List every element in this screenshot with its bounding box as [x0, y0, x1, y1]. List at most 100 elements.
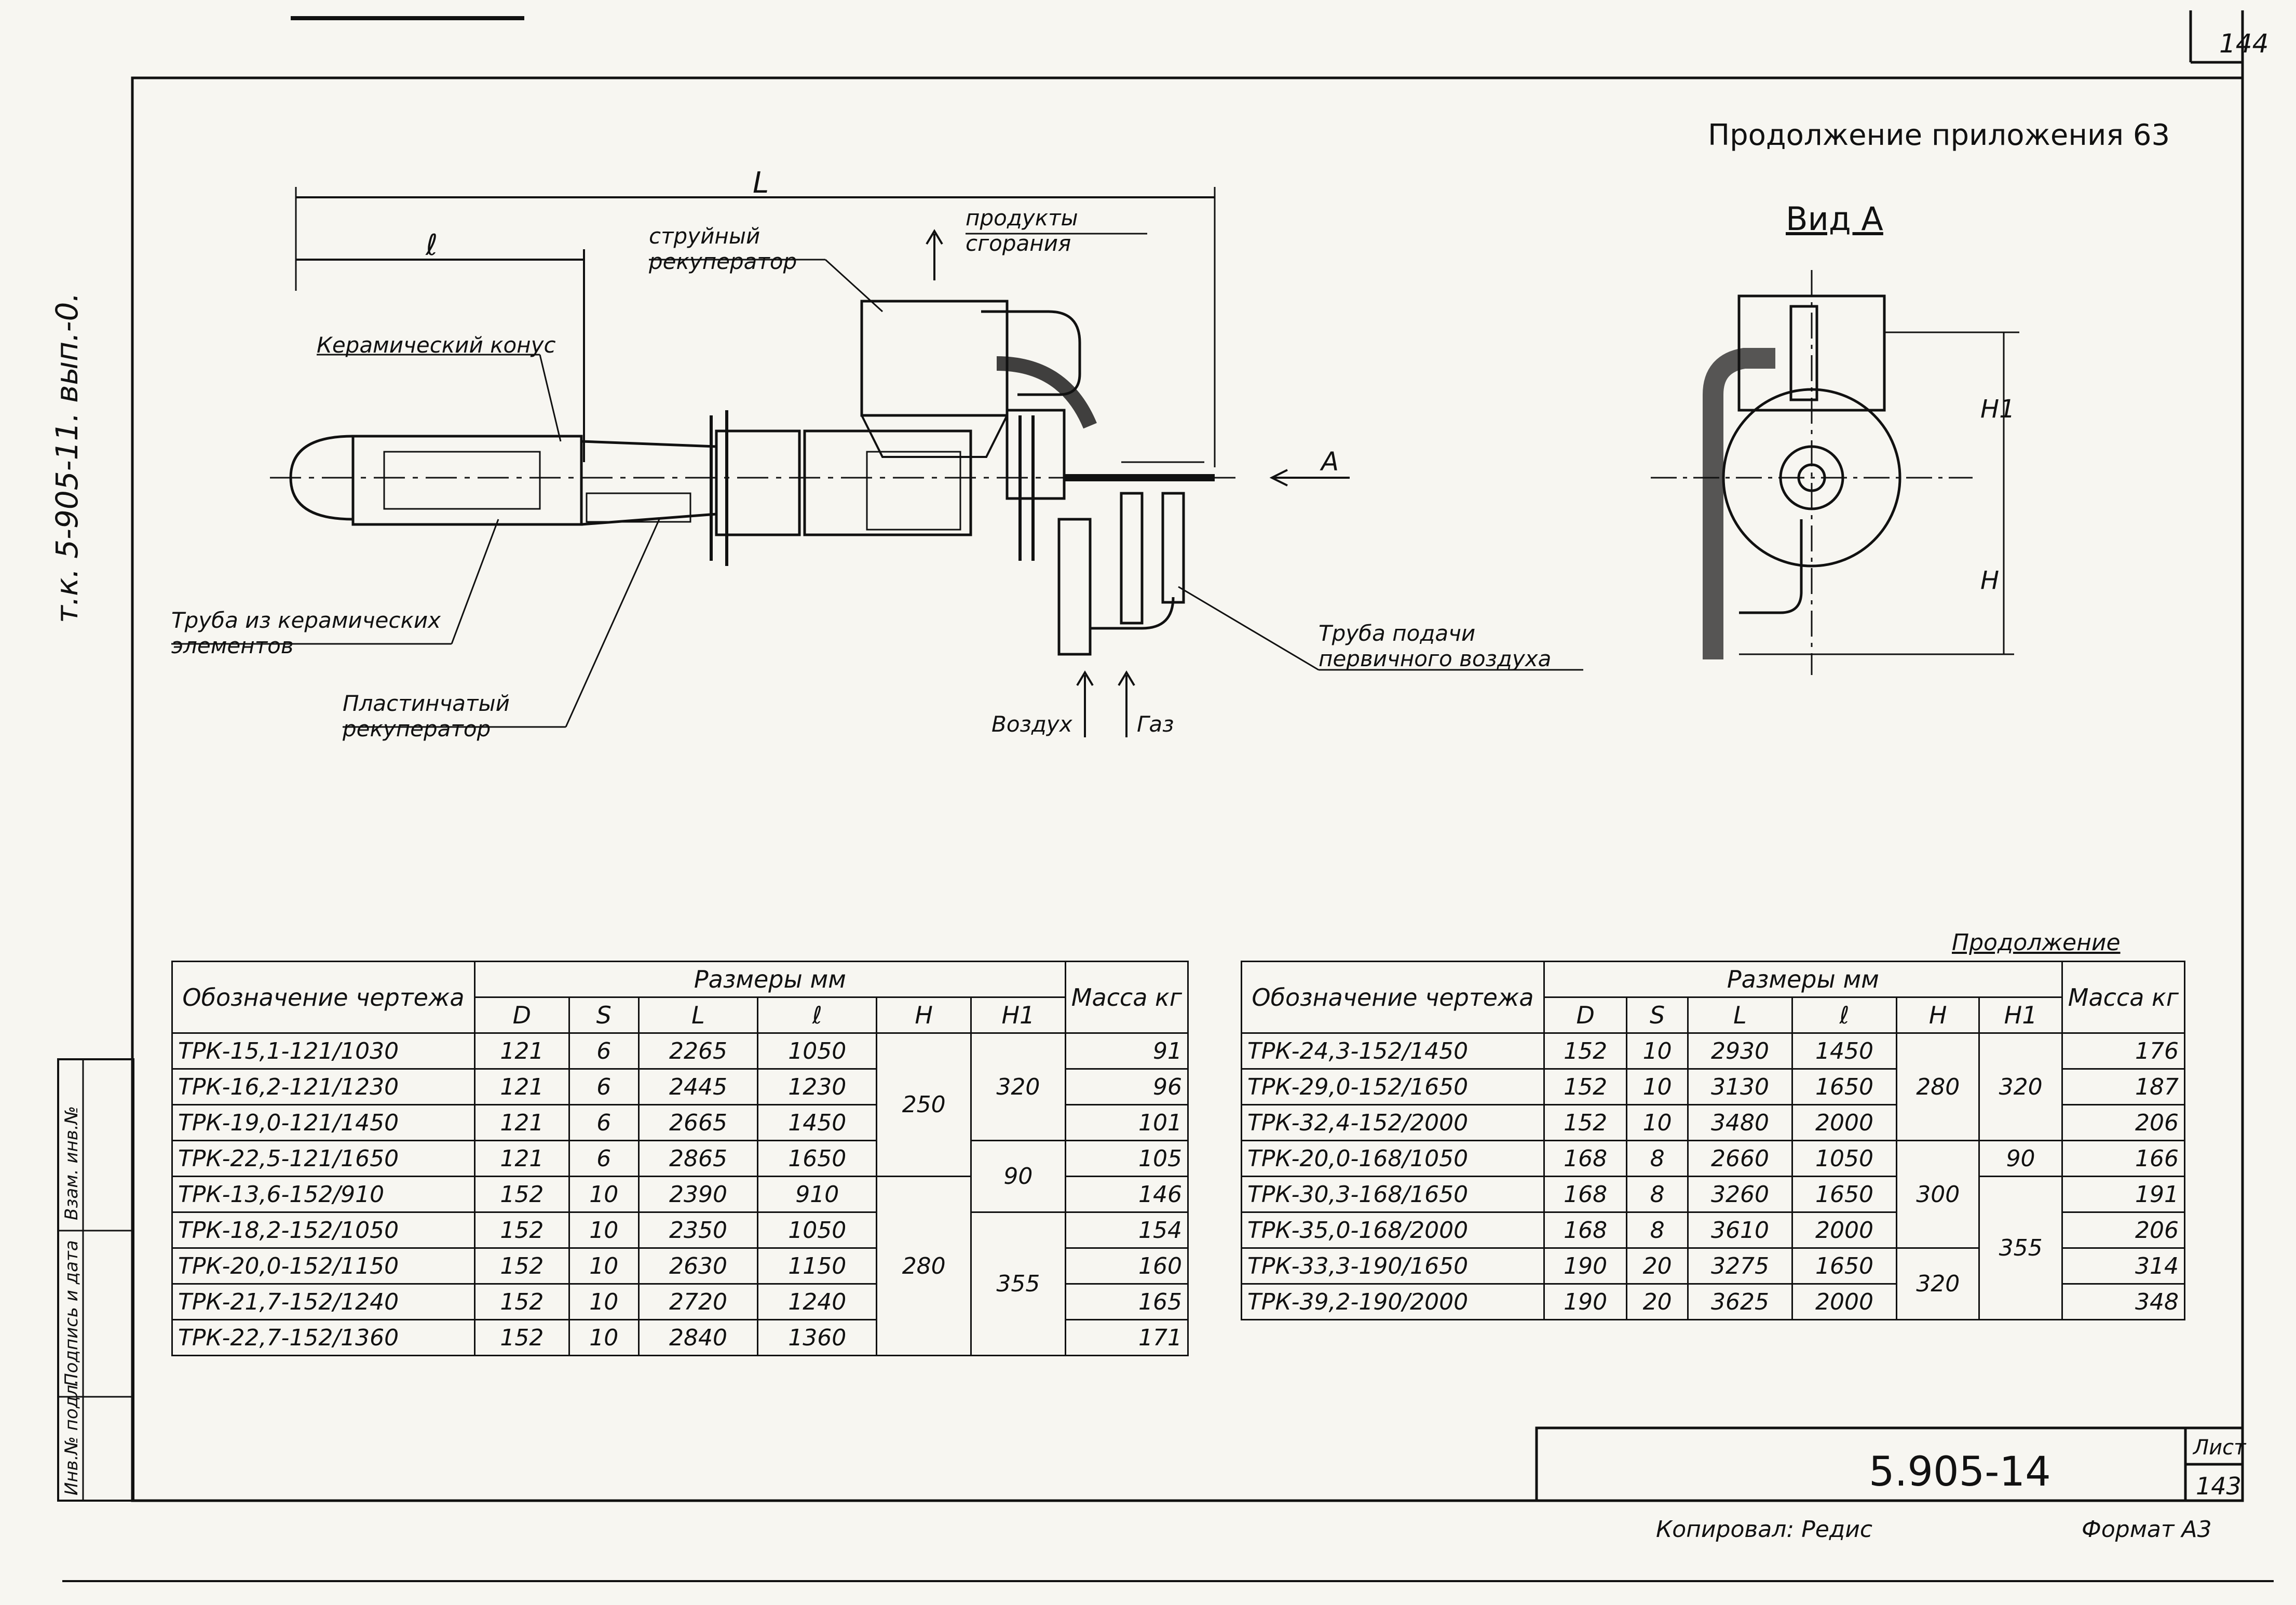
cell-D: 121 [474, 1140, 570, 1177]
jet-recuperator-label: струйный рекуператор [649, 223, 797, 274]
row-designation: ТРК-20,0-152/1150 [171, 1247, 475, 1285]
cell-mass: 166 [2061, 1140, 2186, 1177]
header-dimensions: Размеры мм [474, 961, 1066, 998]
cell-L: 2665 [637, 1104, 759, 1141]
cell-S: 10 [1626, 1104, 1689, 1141]
combustion-products-label: продукты сгорания [966, 205, 1078, 256]
ceramic-tube-label: Труба из керамических элементов [171, 608, 441, 658]
row-designation: ТРК-13,6-152/910 [171, 1176, 475, 1213]
table-row: ТРК-22,7-152/1360 152 10 2840 1360 171 [171, 1319, 1189, 1356]
table-row: ТРК-13,6-152/910 152 10 2390 910 280 146 [171, 1176, 1189, 1356]
col-H1: H1 [1978, 996, 2063, 1034]
cell-H-group: 300 [1896, 1140, 1980, 1249]
col-H: H [876, 996, 972, 1034]
cell-L: 3260 [1687, 1176, 1794, 1213]
col-L: L [1687, 996, 1794, 1034]
cell-l: 1450 [757, 1104, 878, 1141]
cell-S: 10 [1626, 1068, 1689, 1105]
cell-mass: 105 [1064, 1140, 1189, 1177]
cell-S: 6 [568, 1068, 640, 1105]
cell-l: 1050 [757, 1211, 878, 1249]
cell-l: 1360 [757, 1319, 878, 1356]
cell-D: 152 [1543, 1104, 1628, 1141]
gas-label: Газ [1137, 711, 1174, 737]
row-designation: ТРК-22,7-152/1360 [171, 1319, 475, 1356]
cell-D: 152 [474, 1283, 570, 1320]
cell-H-group: 320 [1896, 1247, 1980, 1320]
cell-S: 10 [568, 1319, 640, 1356]
col-S: S [568, 996, 640, 1034]
cell-L: 2660 [1687, 1140, 1794, 1177]
cell-D: 121 [474, 1068, 570, 1105]
air-label: Воздух [991, 711, 1072, 737]
table-row: ТРК-21,7-152/1240 152 10 2720 1240 165 [171, 1283, 1189, 1320]
cell-D: 121 [474, 1032, 570, 1070]
cell-mass: 154 [1064, 1211, 1189, 1249]
row-designation: ТРК-15,1-121/1030 [171, 1032, 475, 1070]
cell-D: 152 [474, 1319, 570, 1356]
cell-D: 190 [1543, 1247, 1628, 1285]
cell-l: 1050 [1791, 1140, 1898, 1177]
cell-D: 152 [474, 1247, 570, 1285]
stamp-signature-label: Подпись и дата [61, 1240, 82, 1386]
cell-L: 2350 [637, 1211, 759, 1249]
cell-L: 2630 [637, 1247, 759, 1285]
cell-L: 2265 [637, 1032, 759, 1070]
stamp-inventory-label: Инв.№ подл. [61, 1379, 82, 1495]
cell-l: 1450 [1791, 1032, 1898, 1070]
cell-l: 910 [757, 1176, 878, 1213]
col-H1: H1 [970, 996, 1066, 1034]
cell-H1-group: 355 [1978, 1176, 2063, 1320]
col-D: D [1543, 996, 1628, 1034]
cell-L: 2390 [637, 1176, 759, 1213]
cell-mass: 348 [2061, 1283, 2186, 1320]
cell-mass: 176 [2061, 1032, 2186, 1070]
cell-D: 152 [474, 1211, 570, 1249]
row-designation: ТРК-33,3-190/1650 [1241, 1247, 1545, 1285]
cell-D: 152 [474, 1176, 570, 1213]
cell-L: 3480 [1687, 1104, 1794, 1141]
cell-mass: 171 [1064, 1319, 1189, 1356]
continuation-label: Продолжение [1952, 929, 2121, 956]
row-designation: ТРК-21,7-152/1240 [171, 1283, 475, 1320]
cell-S: 10 [1626, 1032, 1689, 1070]
sheet-number: 143 [2196, 1472, 2241, 1500]
header-designation: Обозначение чертежа [1241, 961, 1545, 1034]
table-row: ТРК-32,4-152/2000 152 10 3480 2000 206 [1241, 1104, 2186, 1141]
cell-S: 10 [568, 1247, 640, 1285]
side-document-code: т.к. 5-905-11. вып.-0. [49, 292, 85, 623]
cell-L: 3625 [1687, 1283, 1794, 1320]
cell-D: 152 [1543, 1068, 1628, 1105]
cell-D: 190 [1543, 1283, 1628, 1320]
table-row: ТРК-18,2-152/1050 152 10 2350 1050 355 1… [171, 1211, 1189, 1356]
cell-mass: 101 [1064, 1104, 1189, 1141]
table-row: ТРК-35,0-168/2000 168 8 3610 2000 206 [1241, 1211, 2186, 1249]
page-number: 144 [2219, 29, 2269, 59]
cell-l: 1050 [757, 1032, 878, 1070]
col-L: L [637, 996, 759, 1034]
cell-D: 168 [1543, 1140, 1628, 1177]
dim-l-label: ℓ [426, 228, 438, 262]
cell-S: 8 [1626, 1211, 1689, 1249]
row-designation: ТРК-24,3-152/1450 [1241, 1032, 1545, 1070]
col-H: H [1896, 996, 1980, 1034]
continuation-title: Продолжение приложения 63 [1708, 118, 2170, 152]
cell-H-group: 280 [1896, 1032, 1980, 1141]
cell-H1-group: 320 [1978, 1032, 2063, 1141]
row-designation: ТРК-32,4-152/2000 [1241, 1104, 1545, 1141]
row-designation: ТРК-29,0-152/1650 [1241, 1068, 1545, 1105]
cell-L: 2930 [1687, 1032, 1794, 1070]
row-designation: ТРК-30,3-168/1650 [1241, 1176, 1545, 1213]
cell-L: 3610 [1687, 1211, 1794, 1249]
cell-L: 2720 [637, 1283, 759, 1320]
plate-recuperator-label: Пластинчатый рекуператор [343, 691, 510, 741]
cell-l: 2000 [1791, 1211, 1898, 1249]
dim-H-label: H [1980, 566, 2000, 595]
cell-mass: 314 [2061, 1247, 2186, 1285]
cell-S: 6 [568, 1032, 640, 1070]
ceramic-cone-label: Керамический конус [317, 332, 556, 358]
table-row: ТРК-24,3-152/1450 152 10 2930 1450 280 3… [1241, 1032, 2186, 1141]
row-designation: ТРК-39,2-190/2000 [1241, 1283, 1545, 1320]
stamp-replacement-label: Взам. инв.№ [61, 1105, 82, 1220]
